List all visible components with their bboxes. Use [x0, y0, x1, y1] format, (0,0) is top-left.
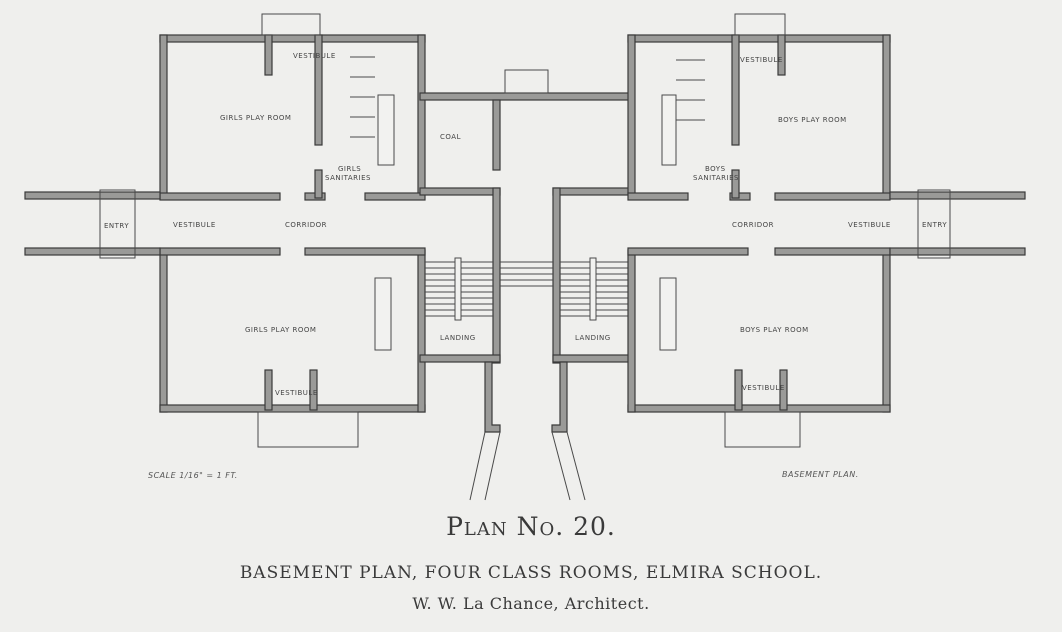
vestibule-label: Vestibule	[740, 56, 783, 64]
landing-label: Landing	[575, 334, 611, 342]
corridor-label: Corridor	[285, 221, 327, 229]
plan-title: Plan No. 20.	[446, 512, 616, 541]
scale-note: Scale 1/16" = 1 ft.	[148, 471, 238, 480]
vestibule-label: Vestibule	[173, 221, 216, 229]
room-label: Sanitaries	[693, 174, 739, 182]
room-label: Boys Play Room	[778, 116, 847, 124]
entries	[24, 189, 1026, 259]
corridor-label: Corridor	[732, 221, 774, 229]
room-label: Sanitaries	[325, 174, 371, 182]
entry-label: Entry	[922, 221, 947, 229]
stairs	[425, 257, 628, 321]
room-label: Boys	[705, 165, 726, 173]
room-label: Girls	[338, 165, 361, 173]
plan-subtitle: BASEMENT PLAN, FOUR CLASS ROOMS, ELMIRA …	[239, 563, 823, 583]
vestibule-label: Vestibule	[742, 384, 785, 392]
sheet-note: Basement Plan.	[782, 470, 859, 479]
center-block	[419, 69, 631, 501]
landing-label: Landing	[440, 334, 476, 342]
architect-credit: W. W. La Chance, Architect.	[412, 594, 650, 613]
vestibule-label: Vestibule	[275, 389, 318, 397]
vestibule-label: Vestibule	[848, 221, 891, 229]
room-label: Coal	[440, 133, 461, 141]
entry-label: Entry	[104, 222, 129, 230]
room-label: Girls Play Room	[220, 114, 291, 122]
room-label: Girls Play Room	[245, 326, 316, 334]
left-wing	[159, 13, 426, 448]
room-label: Boys Play Room	[740, 326, 809, 334]
right-wing	[627, 13, 891, 448]
vestibule-label: Vestibule	[293, 52, 336, 60]
